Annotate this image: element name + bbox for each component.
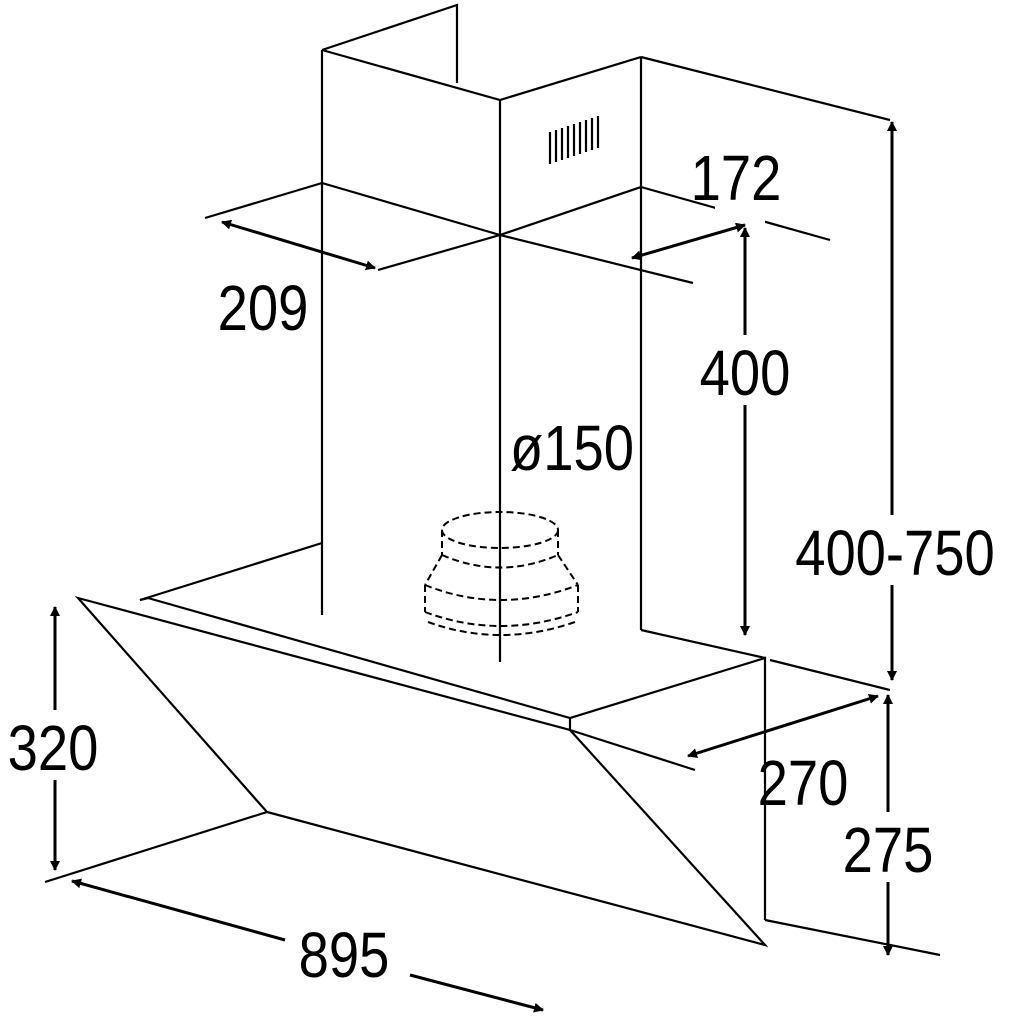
label-hood-width: 895 <box>299 919 390 991</box>
hood-body <box>44 541 941 957</box>
dimension-labels: 172 209 400 ø150 400-750 320 270 275 895 <box>8 142 995 991</box>
vent-grille-icon <box>548 116 600 164</box>
label-hood-depth: 270 <box>758 747 849 819</box>
label-hood-height: 275 <box>843 814 934 886</box>
label-chimney-depth: 172 <box>691 142 782 214</box>
label-duct-diameter: ø150 <box>510 412 634 484</box>
duct-adapter <box>424 511 579 636</box>
label-chimney-min-height: 400 <box>700 337 791 409</box>
chimney <box>204 3 891 662</box>
label-front-height: 320 <box>8 712 99 784</box>
label-chimney-width: 209 <box>218 272 309 344</box>
label-total-height-range: 400-750 <box>795 517 995 589</box>
dimension-arrows <box>50 121 897 1013</box>
